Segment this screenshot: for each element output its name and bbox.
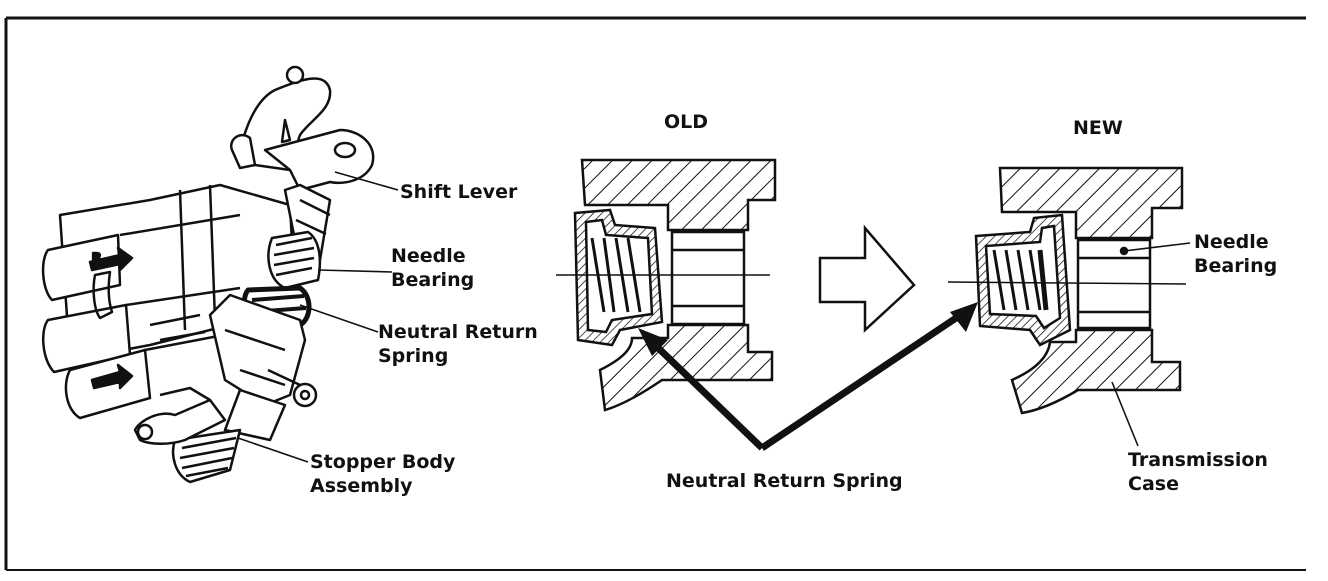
label-transmission-case-line2: Case — [1128, 473, 1179, 495]
label-stopper-body-line2: Assembly — [310, 475, 413, 497]
label-neutral-return-spring-line2: Spring — [378, 345, 448, 367]
label-new-needle-line1: Needle — [1194, 231, 1269, 253]
case-dot — [1109, 377, 1115, 383]
old-to-new-arrow — [818, 224, 916, 333]
old-cross-section — [573, 158, 777, 412]
label-new-needle-line2: Bearing — [1194, 255, 1277, 277]
heading-old: OLD — [664, 111, 708, 133]
neutral-return-spring-arrows — [638, 302, 978, 451]
frame — [4, 16, 1306, 571]
new-leader-lines — [1111, 242, 1191, 447]
left-leader-lines — [237, 171, 399, 463]
label-transmission-case-line1: Transmission — [1128, 449, 1268, 471]
label-needle-bearing-line2: Bearing — [391, 269, 474, 291]
new-cross-section — [974, 166, 1184, 415]
shift-mechanism-illustration: R — [41, 65, 375, 484]
label-neutral-return-spring-center: Neutral Return Spring — [666, 470, 903, 492]
label-stopper-body-line1: Stopper Body — [310, 451, 456, 473]
svg-text:R: R — [92, 251, 101, 265]
label-neutral-return-spring-line1: Neutral Return — [378, 321, 538, 343]
new-centerline — [947, 281, 1187, 285]
label-shift-lever: Shift Lever — [400, 181, 518, 203]
label-needle-bearing-line1: Needle — [391, 245, 466, 267]
heading-new: NEW — [1073, 117, 1123, 139]
